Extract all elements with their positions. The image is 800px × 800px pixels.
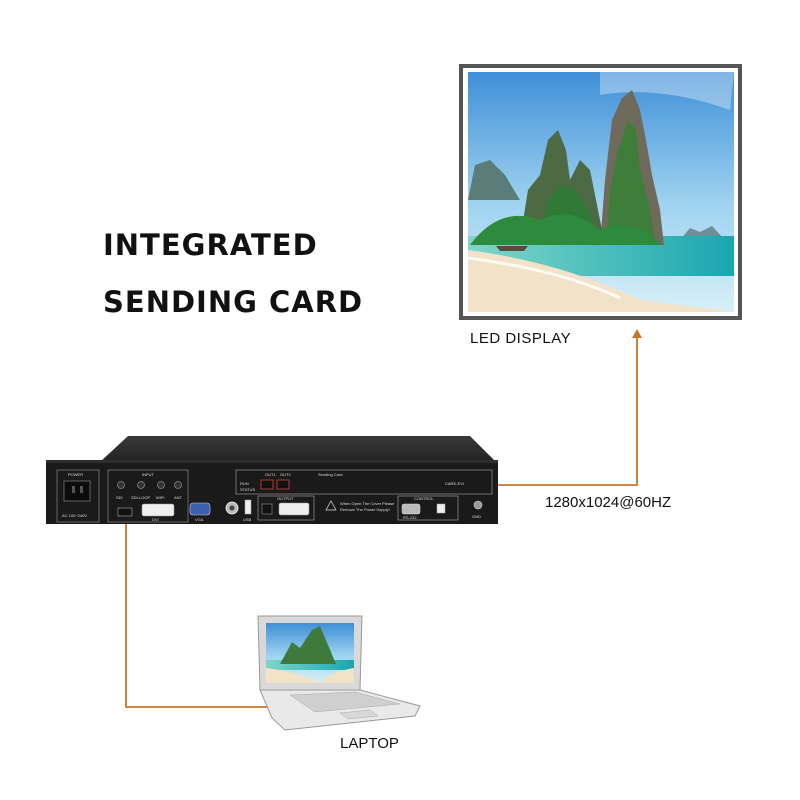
hdmi-port-icon: [117, 507, 133, 517]
laptop: [257, 615, 421, 731]
control-usb-icon: [436, 503, 446, 514]
dvi-port-icon: [141, 503, 175, 517]
ground-screw-icon: [473, 500, 483, 510]
output-dvi-icon: [278, 502, 310, 516]
usb-port-icon: [244, 499, 252, 515]
svg-text:OUT1: OUT1: [265, 472, 276, 477]
power-label: POWER: [68, 472, 83, 477]
laptop-label: LAPTOP: [340, 735, 399, 752]
svg-text:OUT2: OUT2: [280, 472, 291, 477]
rs232-port-icon: [401, 503, 421, 515]
arrowhead-to-display: [632, 329, 642, 338]
control-section: [397, 495, 459, 521]
svg-text:ANT: ANT: [174, 495, 183, 500]
video-processor-device: POWER AC 100~240V INPUT SDI SDI-LOOP WIF…: [46, 436, 498, 524]
output-connection-line: [470, 336, 638, 486]
svg-text:STATUS: STATUS: [240, 487, 256, 492]
warning-icon: [325, 500, 337, 511]
power-rating-label: AC 100~240V: [62, 513, 87, 518]
svg-text:SDI-LOOP: SDI-LOOP: [131, 495, 150, 500]
power-section: [56, 469, 100, 523]
svg-text:When Open The Cover Please: When Open The Cover Please: [340, 501, 395, 506]
svg-text:Remove The Power Supply!: Remove The Power Supply!: [340, 507, 390, 512]
resolution-label: 1280x1024@60HZ: [545, 494, 672, 511]
vga-port-icon: [189, 502, 211, 516]
laptop-keyboard: [289, 691, 401, 713]
ethernet-port-1-icon: [260, 479, 274, 490]
input-label: INPUT: [142, 472, 155, 477]
beach-scene-image: [468, 72, 734, 312]
led-display: [459, 64, 742, 320]
svg-text:GND: GND: [472, 514, 481, 519]
svg-text:SDI: SDI: [116, 495, 123, 500]
svg-text:OUTPUT: OUTPUT: [277, 496, 294, 501]
input-connection-line: [125, 520, 280, 708]
sending-card-section: [235, 469, 493, 495]
svg-text:RUN: RUN: [240, 481, 249, 486]
svg-text:CARE-EVI: CARE-EVI: [445, 481, 464, 486]
output-hdmi-icon: [261, 503, 273, 515]
svg-text:USB: USB: [243, 517, 252, 522]
title-line-1: INTEGRATED: [103, 228, 318, 262]
svg-text:VGA: VGA: [195, 517, 204, 522]
ethernet-port-2-icon: [276, 479, 290, 490]
led-display-label: LED DISPLAY: [470, 330, 572, 347]
input-section: [107, 469, 189, 523]
power-socket-icon: [63, 480, 91, 502]
sending-card-label: Sending Card: [318, 472, 342, 477]
svg-text:RS-232: RS-232: [403, 515, 417, 520]
svg-text:CONTROL: CONTROL: [414, 496, 434, 501]
device-rear-panel: [46, 460, 498, 524]
title-line-2: SENDING CARD: [103, 285, 364, 319]
device-top: [100, 436, 496, 462]
output-section: [257, 495, 315, 521]
svg-text:WIFI: WIFI: [156, 495, 164, 500]
laptop-screen-image: [266, 623, 354, 683]
svg-text:DVI: DVI: [152, 517, 159, 522]
laptop-touchpad: [339, 709, 379, 720]
